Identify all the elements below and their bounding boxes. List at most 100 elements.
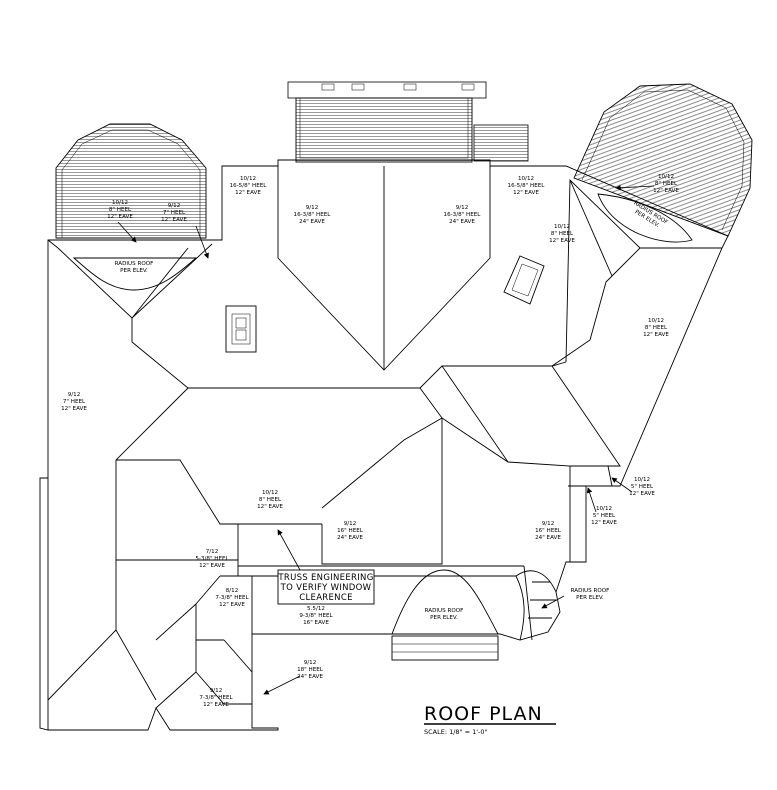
lbl-north-gable-r-line: 24" EAVE	[449, 219, 475, 225]
lbl-east-small-b-line: 12" EAVE	[591, 520, 617, 526]
lbl-sw-9-line: 18" HEEL	[297, 667, 324, 673]
lbl-east-small-a-line: 5" HEEL	[631, 484, 654, 490]
lbl-north-gable-r-line: 16-3/8" HEEL	[444, 212, 482, 218]
lbl-west-wall-line: 7" HEEL	[63, 399, 86, 405]
dormer-right	[503, 255, 545, 305]
lbl-sw-8-line: 12" EAVE	[219, 602, 245, 608]
lbl-west-wall-line: 12" EAVE	[61, 406, 87, 412]
lbl-center-line: 8" HEEL	[259, 497, 282, 503]
lbl-sw-7-line: 7/12	[206, 549, 219, 555]
lbl-south-right-line: 9/12	[542, 521, 555, 527]
lbl-north-right-line: 16-5/8" HEEL	[508, 183, 546, 189]
radius-roof-se	[515, 565, 557, 641]
lbl-sw-bottom-line: 9/12	[210, 688, 223, 694]
note-line-1: TRUSS ENGINEERING	[277, 573, 373, 583]
lbl-sw-9-line: 9/12	[304, 660, 317, 666]
lbl-se-radius-line: RADIUS ROOF	[571, 588, 610, 594]
deck-northwest	[55, 123, 207, 239]
lbl-south-right-line: 24" EAVE	[535, 535, 561, 541]
lbl-north-left-line: 10/12	[240, 176, 256, 182]
truss-note: TRUSS ENGINEERING TO VERIFY WINDOW CLEAR…	[277, 569, 375, 605]
lbl-sw-bottom-line: 12" EAVE	[203, 702, 229, 708]
lbl-south-radius-line: PER ELEV.	[430, 615, 458, 621]
note-line-2: TO VERIFY WINDOW	[280, 583, 372, 593]
roof-ridges	[47, 166, 722, 709]
lbl-porch-line: 9-3/8" HEEL	[299, 613, 333, 619]
deck-north	[287, 81, 529, 163]
lbl-south-center-line: 16" HEEL	[337, 528, 364, 534]
lbl-east-small-a-line: 12" EAVE	[629, 491, 655, 497]
lbl-north-gable-r-line: 9/12	[456, 205, 469, 211]
lbl-west-entry-b-line: 7" HEEL	[163, 210, 186, 216]
lbl-north-gable-l-line: 9/12	[306, 205, 319, 211]
lbl-west-entry-line: 12" EAVE	[107, 214, 133, 220]
lbl-sw-8-line: 8/12	[226, 588, 239, 594]
lbl-west-entry-b-line: 9/12	[168, 203, 181, 209]
lbl-sw-7-line: 5-3/8" HEEL	[195, 556, 229, 562]
lbl-south-center-line: 9/12	[344, 521, 357, 527]
lbl-east-small-b-line: 10/12	[596, 506, 612, 512]
lbl-south-radius-line: RADIUS ROOF	[425, 608, 464, 614]
lbl-east-line: 10/12	[648, 318, 664, 324]
lbl-east-line: 8" HEEL	[645, 325, 668, 331]
lbl-north-gable-l-line: 24" EAVE	[299, 219, 325, 225]
lbl-sw-9-line: 24" EAVE	[297, 674, 323, 680]
lbl-ne-hip-line: 12" EAVE	[549, 238, 575, 244]
lbl-east-small-a-line: 10/12	[634, 477, 650, 483]
lbl-west-entry-b-line: 12" EAVE	[161, 217, 187, 223]
lbl-porch-line: 5.5/12	[307, 606, 325, 612]
lbl-north-right-line: 10/12	[518, 176, 534, 182]
lbl-center-line: 12" EAVE	[257, 504, 283, 510]
lbl-south-right-line: 16" HEEL	[535, 528, 562, 534]
lbl-north-left-line: 12" EAVE	[235, 190, 261, 196]
radius-roof-nw	[72, 257, 198, 291]
leader-arrows	[117, 184, 655, 695]
lbl-west-radius-line: PER ELEV.	[120, 268, 148, 274]
lbl-sw-7-line: 12" EAVE	[199, 563, 225, 569]
lbl-porch-line: 16" EAVE	[303, 620, 329, 626]
lbl-north-right-line: 12" EAVE	[513, 190, 539, 196]
lbl-north-gable-l-line: 16-3/8" HEEL	[294, 212, 332, 218]
lbl-ne-radius-pitch-line: 12" EAVE	[653, 188, 679, 194]
lbl-ne-hip-line: 8" HEEL	[551, 231, 574, 237]
lbl-south-center-line: 24" EAVE	[337, 535, 363, 541]
lbl-west-entry-line: 10/12	[112, 200, 128, 206]
lbl-north-left-line: 16-5/8" HEEL	[230, 183, 268, 189]
lbl-ne-radius-pitch-line: 10/12	[658, 174, 674, 180]
lbl-ne-radius-pitch-line: 8" HEEL	[655, 181, 678, 187]
title-block: ROOF PLAN SCALE: 1/8" = 1'-0"	[424, 703, 556, 736]
radius-roof-ne	[597, 193, 693, 243]
roof-outline	[39, 159, 729, 731]
radius-roof-south	[391, 569, 499, 635]
lbl-center-line: 10/12	[262, 490, 278, 496]
lbl-east-small-b-line: 5" HEEL	[593, 513, 616, 519]
deck-northeast	[573, 83, 753, 237]
lbl-west-wall-line: 9/12	[68, 392, 81, 398]
lbl-sw-bottom-line: 7-3/8" HEEL	[199, 695, 233, 701]
lbl-east-line: 12" EAVE	[643, 332, 669, 338]
note-line-3: CLEARENCE	[299, 593, 353, 603]
dormer-left	[225, 305, 257, 353]
